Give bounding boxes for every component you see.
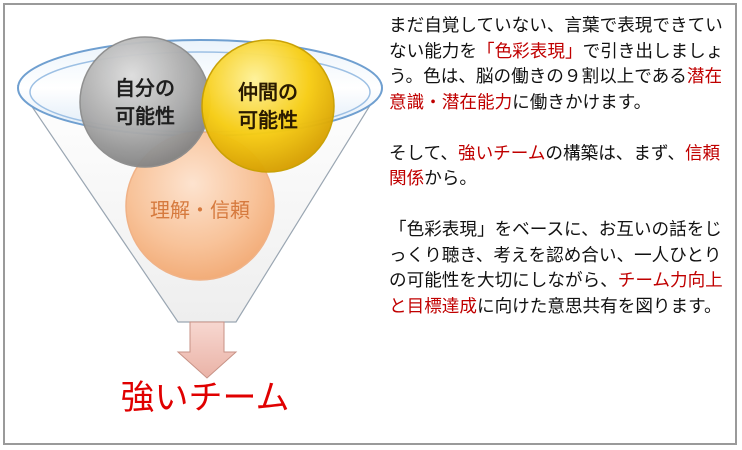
label-self-potential: 自分の 可能性 <box>115 76 175 128</box>
body-text: まだ自覚していない、言葉で表現できていない能力を <box>389 16 723 62</box>
result-label-strong-team: 強いチーム <box>120 378 290 418</box>
body-text: に働きかけます。 <box>512 92 652 113</box>
label-team-potential: 仲間の 可能性 <box>238 80 298 132</box>
highlight-text: 信頼関係 <box>389 143 721 190</box>
body-text: から。 <box>424 169 477 189</box>
body-text: 「色彩表現」をベースに、お互いの話をじっくり聴き、考えを認め合い、一人ひとりの可… <box>389 220 722 291</box>
paragraph-team-building: そして、強いチームの構築は、まず、信頼関係から。 <box>389 142 729 193</box>
body-text: に向けた意思共有を図ります。 <box>476 296 722 317</box>
description-text: まだ自覚していない、言葉で表現できていない能力を「色彩表現」で引き出しましょう。… <box>389 14 729 320</box>
body-text: そして、 <box>389 143 458 164</box>
body-text: の構築は、まず、 <box>545 143 685 164</box>
paragraph-color-expression: まだ自覚していない、言葉で表現できていない能力を「色彩表現」で引き出しましょう。… <box>389 14 729 116</box>
highlight-text: 「色彩表現」 <box>476 41 583 62</box>
label-trust: 理解・信頼 <box>150 198 250 222</box>
down-arrow-icon <box>176 321 238 379</box>
highlight-text: 強いチーム <box>457 143 546 164</box>
circle-team-potential <box>201 39 335 173</box>
highlight-text: チーム力向上と目標達成 <box>389 271 723 317</box>
highlight-text: 潜在意識・潜在能力 <box>389 67 723 113</box>
paragraph-method: 「色彩表現」をベースに、お互いの話をじっくり聴き、考えを認め合い、一人ひとりの可… <box>389 218 729 320</box>
body-text: で引き出しましょう。色は、脳の働きの９割以上である <box>389 41 724 88</box>
